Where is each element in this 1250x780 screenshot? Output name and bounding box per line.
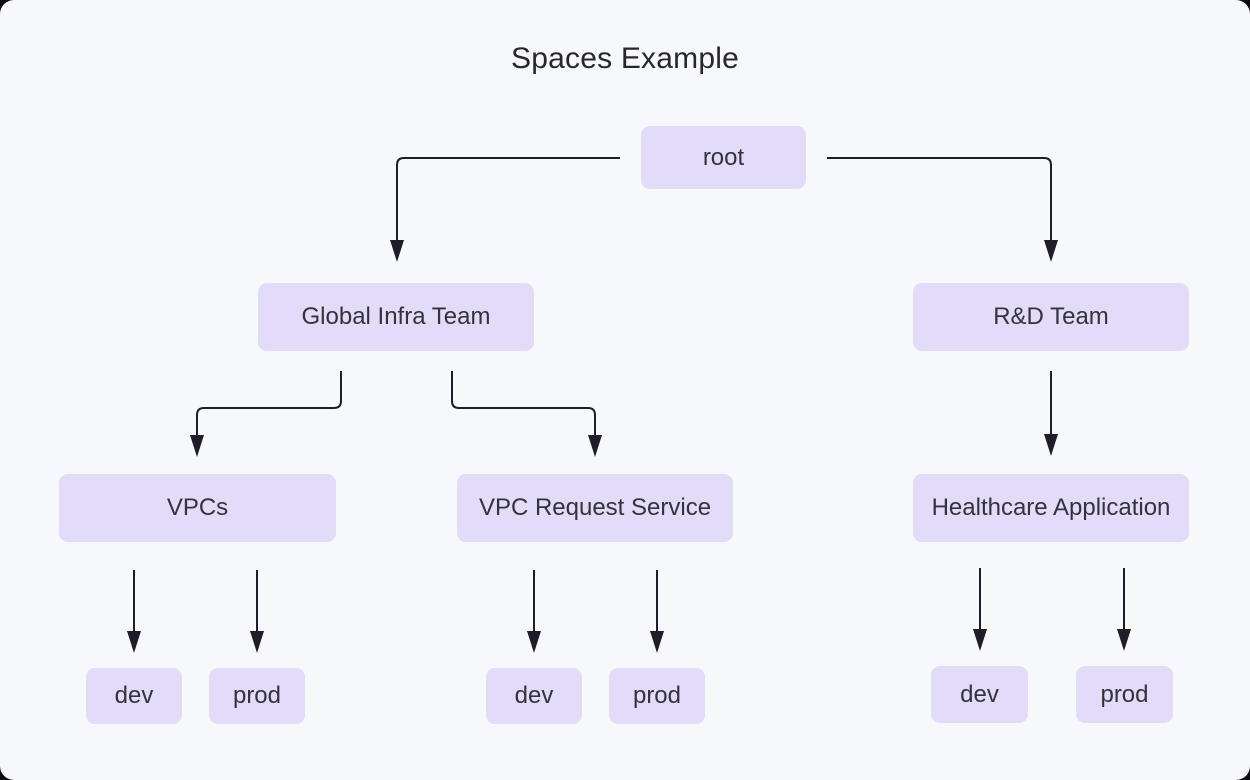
node-vpcs-prod: prod (209, 668, 305, 724)
node-vpc-request-service-prod-label: prod (632, 682, 682, 709)
edge-healthcare-application-to-prod (1117, 568, 1131, 651)
edge-rd-team-to-healthcare-application (1044, 371, 1058, 456)
node-root: root (641, 126, 806, 189)
node-vpcs-dev: dev (86, 668, 182, 724)
edge-root-to-global-infra-team (390, 157, 620, 262)
node-vpcs-prod-label: prod (232, 682, 282, 709)
node-vpc-request-service-prod: prod (609, 668, 705, 724)
edge-vpcs-to-prod (250, 570, 264, 653)
edge-global-infra-team-to-vpc-request-service (451, 371, 602, 457)
node-healthcare-application-label: Healthcare Application (931, 494, 1171, 521)
node-root-label: root (702, 143, 745, 171)
node-rd-team: R&D Team (913, 283, 1189, 351)
edge-root-to-rd-team (827, 157, 1058, 262)
edge-global-infra-team-to-vpcs (190, 371, 342, 457)
node-vpcs-label: VPCs (166, 494, 229, 521)
node-healthcare-application: Healthcare Application (913, 474, 1189, 542)
edge-healthcare-application-to-dev (973, 568, 987, 651)
node-healthcare-application-dev: dev (931, 666, 1028, 723)
node-healthcare-application-prod: prod (1076, 666, 1173, 723)
node-vpcs: VPCs (59, 474, 336, 542)
edge-vpcs-to-dev (127, 570, 141, 653)
node-healthcare-application-dev-label: dev (960, 680, 999, 708)
node-rd-team-label: R&D Team (993, 303, 1109, 330)
node-vpc-request-service-dev-label: dev (514, 682, 554, 709)
node-global-infra-team: Global Infra Team (258, 283, 534, 351)
node-vpc-request-service: VPC Request Service (457, 474, 733, 542)
edge-vpc-request-service-to-prod (650, 570, 664, 653)
diagram-title: Spaces Example (511, 42, 739, 75)
node-vpcs-dev-label: dev (114, 682, 154, 709)
node-vpc-request-service-label: VPC Request Service (478, 494, 712, 521)
edge-vpc-request-service-to-dev (527, 570, 541, 653)
node-global-infra-team-label: Global Infra Team (301, 303, 491, 330)
node-vpc-request-service-dev: dev (486, 668, 582, 724)
node-healthcare-application-prod-label: prod (1100, 680, 1149, 708)
